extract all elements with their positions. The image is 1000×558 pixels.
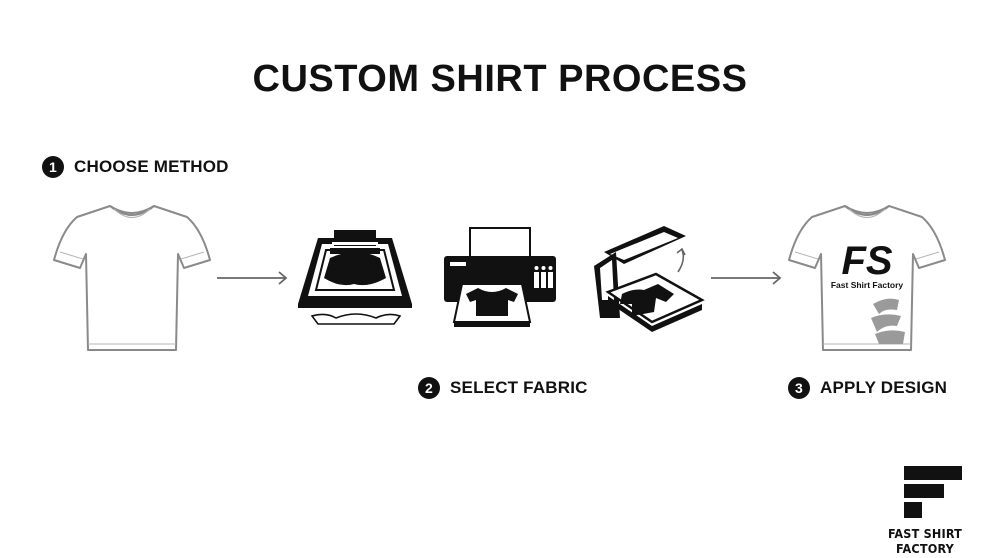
- dtg-printer-icon: [444, 227, 556, 327]
- printed-tshirt-icon: FS Fast Shirt Factory: [788, 205, 946, 351]
- step-3-label: 3 APPLY DESIGN: [788, 377, 947, 399]
- step-1-badge: 1: [42, 156, 64, 178]
- step-3-text: APPLY DESIGN: [820, 378, 948, 397]
- step-2-label: 2 SELECT FABRIC: [418, 377, 588, 399]
- brand-logo-icon: [904, 466, 962, 518]
- brand-name: FAST SHIRT FACTORY: [887, 526, 963, 556]
- printed-logo-text: Fast Shirt Factory: [831, 280, 904, 290]
- arrow-right-icon: [217, 271, 288, 285]
- printed-logo-letters: FS: [841, 239, 892, 283]
- screen-print-frame-icon: [298, 230, 412, 325]
- step-1-label: 1 CHOOSE METHOD: [42, 156, 229, 178]
- arrow-right-icon: [711, 271, 782, 285]
- blank-tshirt-icon: [53, 205, 211, 351]
- sleeve-graphic-icon: [871, 298, 905, 344]
- step-3-badge: 3: [788, 377, 810, 399]
- step-1-text: CHOOSE METHOD: [74, 157, 229, 176]
- page-title: CUSTOM SHIRT PROCESS: [252, 58, 748, 100]
- step-2-text: SELECT FABRIC: [450, 378, 588, 397]
- step-2-badge: 2: [418, 377, 440, 399]
- heat-press-icon: [594, 226, 705, 332]
